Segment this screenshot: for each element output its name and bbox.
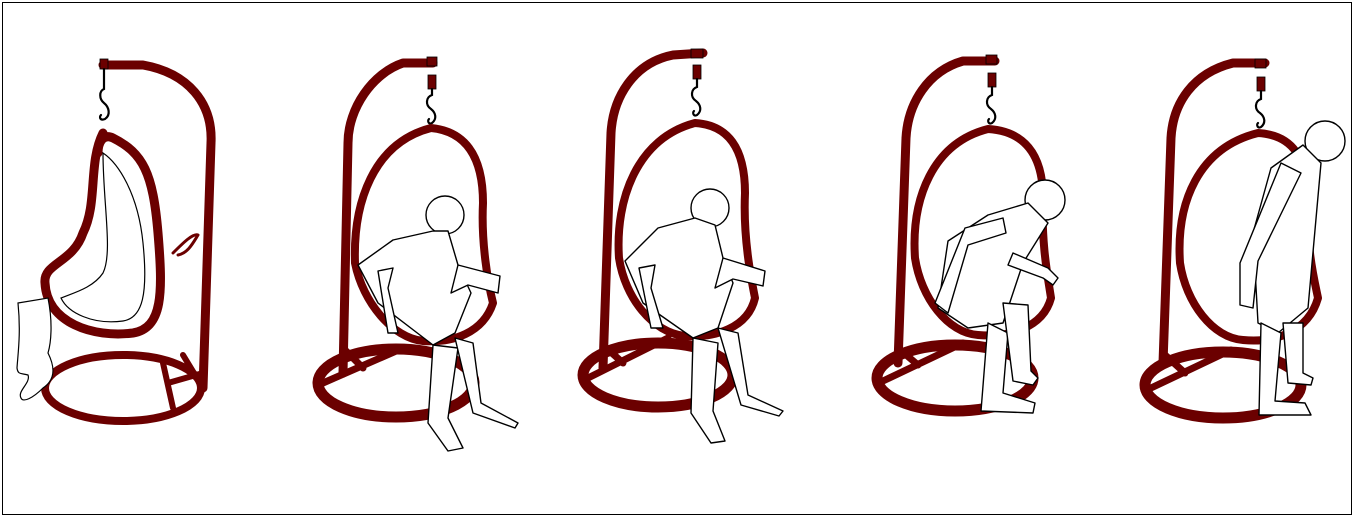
leg-right: [455, 338, 518, 428]
hook: [691, 49, 703, 116]
arm-right: [715, 258, 765, 288]
panel-2: [318, 57, 518, 451]
stand-frame: [1163, 63, 1265, 363]
leg-right: [1283, 323, 1313, 385]
person-standing: [1240, 121, 1345, 415]
panel-4: [877, 55, 1065, 413]
base-ring: [45, 355, 201, 421]
panel-3: [583, 49, 783, 443]
panel-5: [1145, 59, 1345, 418]
hanging-egg-chair-sequence: [3, 3, 1351, 514]
leg-right: [1003, 303, 1038, 385]
hook: [100, 59, 109, 120]
arm-right: [451, 265, 500, 293]
foot-cushion: [17, 298, 53, 400]
seat-cushion: [61, 153, 145, 322]
head: [426, 196, 464, 234]
hook: [1255, 59, 1266, 128]
panel-1: [17, 59, 211, 421]
person-rising: [935, 180, 1065, 413]
